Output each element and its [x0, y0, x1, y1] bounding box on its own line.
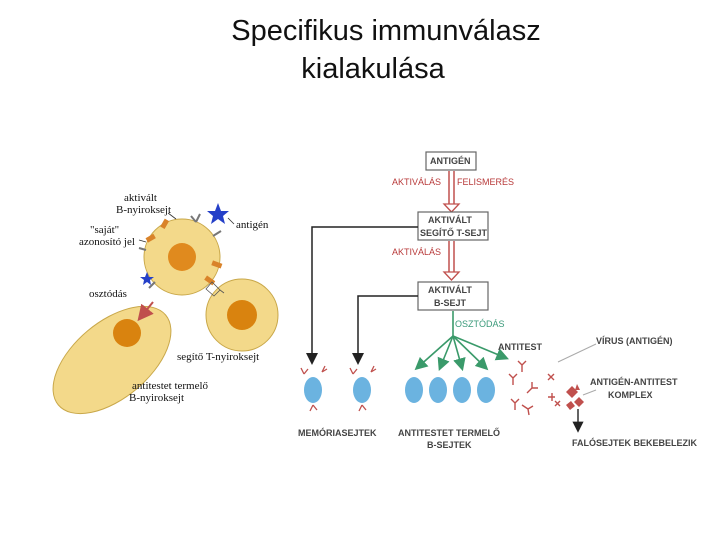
antigen-star-small-icon [140, 272, 154, 285]
page-title: Specifikus immunválasz kialakulása [0, 12, 720, 88]
label-helper-t: segítő T-nyiroksejt [177, 351, 259, 363]
label-activated-b-2: B-nyiroksejt [116, 204, 171, 216]
label-complex-2: KOMPLEX [608, 390, 653, 400]
antibody-producing-cells [405, 377, 495, 403]
activated-b-cell [138, 213, 223, 296]
antibodies [508, 360, 538, 416]
antigen-antibody-complex [566, 384, 584, 410]
label-virus: VÍRUS (ANTIGÉN) [596, 336, 673, 346]
label-activated-b-1: aktivált [124, 192, 157, 204]
label-self-1: "saját" [90, 224, 119, 236]
label-phagocytes: FALÓSEJTEK BEKEBELEZIK [572, 437, 698, 448]
label-division: osztódás [89, 288, 127, 300]
label-self-2: azonosító jel [79, 236, 135, 248]
activated-t-box [417, 211, 489, 241]
antibody-producing-b-cell [52, 305, 172, 415]
left-illustration: aktivált B-nyiroksejt antigén "saját" az… [52, 192, 279, 415]
division-arrow [137, 301, 154, 322]
label-producer-2: B-SEJTEK [427, 440, 472, 450]
antigen-star-icon [207, 203, 229, 224]
memory-cells [300, 365, 377, 412]
label-ab-producer-2: B-nyiroksejt [129, 392, 184, 404]
label-division-right: OSZTÓDÁS [455, 319, 505, 329]
label-recognition: FELISMERÉS [457, 177, 514, 187]
title-line-1: Specifikus immunválasz [231, 15, 541, 47]
activated-t-label-2: SEGÍTŐ T-SEJT [420, 227, 488, 238]
label-producer-1: ANTITESTET TERMELŐ [398, 427, 500, 438]
activated-b-box [417, 281, 489, 311]
virus-antigens [547, 373, 561, 407]
label-antigen: antigén [236, 219, 269, 231]
antigen-box [425, 151, 477, 171]
helper-t-cell [205, 278, 279, 352]
activated-b-label-1: AKTIVÁLT [428, 285, 472, 295]
activated-b-label-2: B-SEJT [434, 298, 467, 308]
label-activation-2: AKTIVÁLÁS [392, 247, 441, 257]
label-antibody: ANTITEST [498, 342, 543, 352]
label-activation-1: AKTIVÁLÁS [392, 177, 441, 187]
label-ab-producer-1: antitestet termelő [132, 380, 209, 392]
label-complex-1: ANTIGÉN-ANTITEST [590, 377, 678, 387]
activated-t-label-1: AKTIVÁLT [428, 215, 472, 225]
right-flow-diagram: ANTIGÉN AKTIVÁLÁS FELISMERÉS AKTIVÁLT SE… [298, 151, 698, 450]
antigen-box-label: ANTIGÉN [430, 156, 471, 166]
title-line-2: kialakulása [301, 53, 445, 85]
label-memory-cells: MEMÓRIASEJTEK [298, 427, 377, 438]
